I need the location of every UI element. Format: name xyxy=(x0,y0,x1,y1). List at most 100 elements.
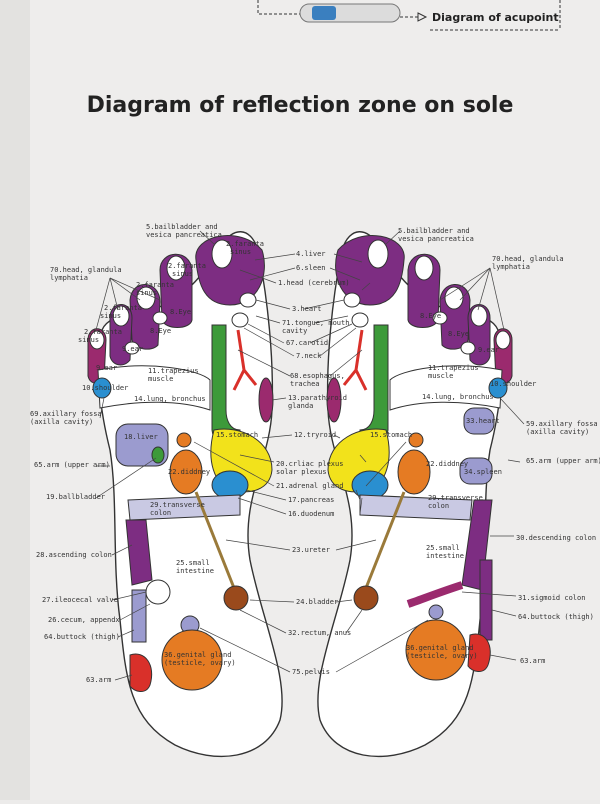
label-parathyroid: 13.parathyroid xyxy=(288,394,347,402)
right-transverse-colon-zone xyxy=(359,494,473,521)
left-adrenal-zone xyxy=(176,432,192,448)
label-stomach-right: 15.stomach xyxy=(370,431,412,439)
label-ureter: 23.ureter xyxy=(292,546,330,554)
label-tongue-2: cavity xyxy=(282,327,307,335)
label-esophagus-2: trachea xyxy=(290,380,320,388)
label-descending-colon-right: 30.descending colon xyxy=(516,534,596,542)
left-transverse-colon-zone xyxy=(127,494,241,521)
left-neck-point xyxy=(231,312,249,328)
acupoint-link-label[interactable]: Diagram of acupoint xyxy=(432,11,559,24)
label-frontal-sinus-left-2: 2.faranta xyxy=(168,262,206,270)
label-gallbladder-left: 19.ballbladder xyxy=(46,493,105,501)
label-ascending-colon-left: 28.ascending colon xyxy=(36,551,112,559)
label-transverse-colon-left-2: colon xyxy=(150,509,171,517)
label-upper-arm-left: 65.arm (upper arm) xyxy=(34,461,110,469)
label-frontal-sinus-left-5b: sinus xyxy=(78,336,99,344)
label-genital-left-2: (testicle, ovary) xyxy=(164,659,236,667)
left-parathyroid-zone xyxy=(258,377,274,423)
label-eye-right-2: 8.Eye xyxy=(448,330,469,338)
label-adrenal: 21.adrenal gland xyxy=(276,482,343,490)
label-frontal-sinus-left-4: 2.faranta xyxy=(104,304,142,312)
right-heart-point xyxy=(343,292,361,308)
left-ureter-zone xyxy=(194,491,236,589)
label-small-intestine-left-2: intestine xyxy=(176,567,214,575)
label-ear-left-inner: 9.ear xyxy=(122,345,143,353)
right-ureter-zone xyxy=(364,491,406,589)
label-spleen-right: 34.spleen xyxy=(464,468,502,476)
label-carotid: 67.carotid xyxy=(286,339,328,347)
left-foot xyxy=(87,231,283,757)
left-trachea-zone xyxy=(232,329,258,391)
label-kidney-right: 22.diddney xyxy=(426,460,468,468)
label-buttock-right: 64.buttock (thigh) xyxy=(518,613,594,621)
label-celiac: 20.crliac plexus xyxy=(276,460,343,468)
arrow-right-icon xyxy=(417,12,428,22)
label-arm-left: 63.arm xyxy=(86,676,111,684)
label-ear-left-outer: 9.ear xyxy=(96,364,117,372)
label-frontal-sinus-left-3: 2.faranta xyxy=(136,281,174,289)
acupoint-link[interactable]: Diagram of acupoint xyxy=(257,0,561,31)
right-foot xyxy=(317,231,513,757)
label-esophagus: 68.esophagus, xyxy=(290,372,345,380)
right-frontal-sinus-5 xyxy=(495,330,511,350)
right-parathyroid-zone xyxy=(326,377,342,423)
left-bladder-zone xyxy=(223,585,249,611)
right-bladder-zone xyxy=(353,585,379,611)
label-genital-right-2: (testicle, ovary) xyxy=(406,652,478,660)
label-sigmoid-right: 31.sigmoid colon xyxy=(518,594,585,602)
right-spleen-zone xyxy=(459,457,493,485)
left-genital-zone xyxy=(161,629,223,691)
label-trapezius-right: 11.trapezius xyxy=(428,364,479,372)
label-head-lymph-right-2: lymphatia xyxy=(492,263,530,271)
right-trachea-zone xyxy=(342,329,368,391)
left-frontal-sinus-1 xyxy=(211,239,233,269)
left-lung-zone xyxy=(97,365,211,411)
label-axilla-left: 69.axillary fossa xyxy=(30,410,102,418)
label-genital-right: 36.genital gland xyxy=(406,644,473,652)
label-tongue: 71.tongue, mouth xyxy=(282,319,349,327)
label-pelvis: 75.pelvis xyxy=(292,668,330,676)
leader-lines xyxy=(95,230,525,681)
label-celiac-2: solar plexus xyxy=(276,468,327,476)
left-gallbladder-zone xyxy=(151,446,165,464)
left-labels: 5.bailbladder and vesica pancreatica 2.f… xyxy=(30,223,264,684)
label-bladder: 24.bladder xyxy=(296,598,338,606)
label-rectum: 32.rectum, anus xyxy=(288,629,351,637)
label-ear-right: 9.ear xyxy=(478,346,499,354)
paper-shadow xyxy=(0,0,30,800)
label-gallbladder-pancreas-right: 5.bailbladder and xyxy=(398,227,470,235)
right-frontal-sinus-3 xyxy=(444,286,464,310)
label-lung-right: 14.lung, bronchus xyxy=(422,393,494,401)
right-heart-zone xyxy=(463,407,495,435)
label-frontal-sinus-left-2b: sinus xyxy=(172,270,193,278)
label-heart-right: 33.heart xyxy=(466,417,500,425)
right-labels: 5.bailbladder and vesica pancreatica 70.… xyxy=(370,227,600,665)
right-adrenal-zone xyxy=(408,432,424,448)
left-shoulder-zone xyxy=(92,377,112,399)
label-axilla-left-2: (axilla cavity) xyxy=(30,418,93,426)
left-ascending-colon-zone xyxy=(125,519,153,586)
label-trapezius-right-2: muscle xyxy=(428,372,453,380)
label-liver-left: 18.liver xyxy=(124,433,158,441)
right-sigmoid-zone xyxy=(406,581,464,608)
label-head-lymph-right: 70.head, glandula xyxy=(492,255,564,263)
left-frontal-sinus-5 xyxy=(89,330,105,350)
label-upper-arm-right: 65.arm (upper arm) xyxy=(526,457,600,465)
left-arm-zone xyxy=(129,653,153,692)
right-arm-zone xyxy=(467,633,491,672)
label-stomach-left: 15.stomach xyxy=(216,431,258,439)
label-gallbladder-pancreas-left-2: vesica pancreatica xyxy=(146,231,222,239)
right-kidney-zone xyxy=(397,449,431,495)
label-trapezius-left-2: muscle xyxy=(148,375,173,383)
label-gallbladder-pancreas-right-2: vesica pancreatica xyxy=(398,235,474,243)
right-shoulder-zone xyxy=(488,377,508,399)
label-buttock-left: 64.buttock (thigh) xyxy=(44,633,120,641)
label-transverse-colon-right: 29.transverse xyxy=(428,494,483,502)
label-neck: 7.neck xyxy=(296,352,322,360)
right-neck-point xyxy=(351,312,369,328)
center-labels: 4.liver 6.sleen 1.head (cerebrum) 3.hear… xyxy=(276,250,351,676)
label-transverse-colon-left: 29.transverse xyxy=(150,501,205,509)
left-ear-point xyxy=(124,341,140,355)
